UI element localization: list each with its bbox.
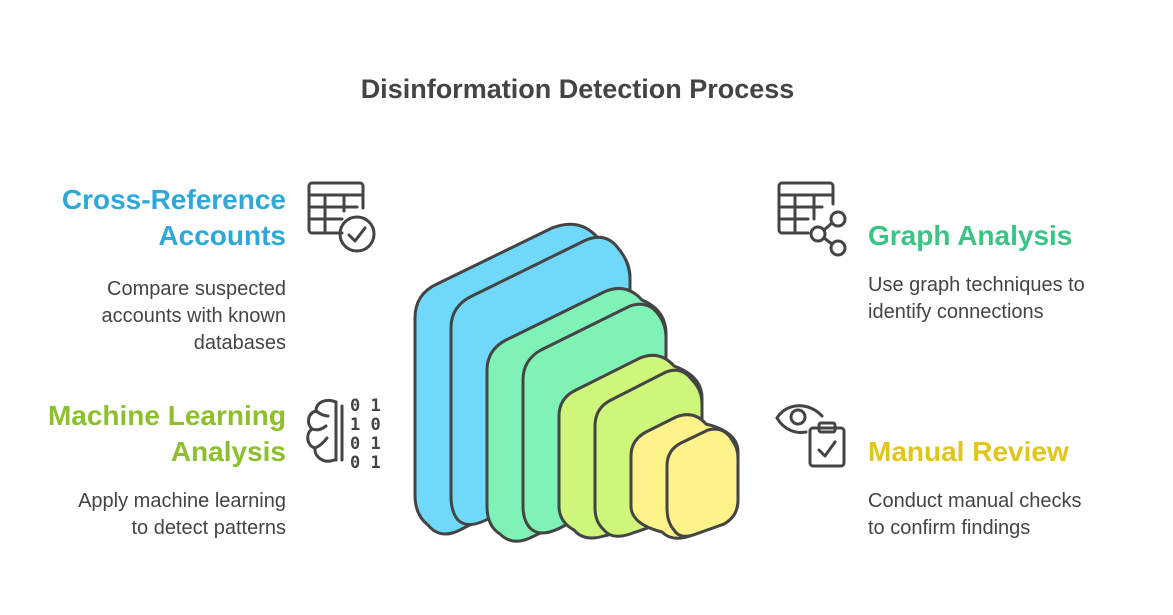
graph-analysis-desc-line-2: identify connections <box>868 301 1044 323</box>
yellow-cube-front <box>665 427 740 538</box>
nested-cubes-graphic <box>413 222 740 543</box>
binary-line-3: 0 1 <box>350 434 381 454</box>
table-share-icon <box>777 181 847 257</box>
graph-analysis-desc-line-1: Use graph techniques to <box>868 274 1085 296</box>
graph-analysis-description: Use graph techniques to identify connect… <box>868 272 1158 326</box>
manual-review-description: Conduct manual checks to confirm finding… <box>868 488 1158 542</box>
cross-reference-desc-line-3: databases <box>193 332 286 354</box>
eye-clipboard-icon <box>775 404 846 468</box>
machine-learning-heading: Machine Learning Analysis <box>30 398 286 470</box>
machine-learning-desc-line-1: Apply machine learning <box>78 490 286 512</box>
binary-line-1: 0 1 <box>350 396 381 416</box>
manual-review-heading: Manual Review <box>868 434 1158 470</box>
binary-line-2: 1 0 <box>350 415 381 435</box>
cross-reference-desc-line-2: accounts with known <box>101 305 286 327</box>
cross-reference-heading-line-2: Accounts <box>158 220 286 251</box>
graph-analysis-heading-line-1: Graph Analysis <box>868 220 1073 251</box>
manual-review-desc-line-1: Conduct manual checks <box>868 490 1082 512</box>
graph-analysis-heading: Graph Analysis <box>868 218 1158 254</box>
machine-learning-heading-line-2: Analysis <box>170 436 286 467</box>
machine-learning-heading-line-1: Machine Learning <box>47 400 286 431</box>
manual-review-heading-line-1: Manual Review <box>868 436 1069 467</box>
table-check-icon <box>307 181 376 253</box>
diagram-title: Disinformation Detection Process <box>360 74 795 104</box>
machine-learning-description: Apply machine learning to detect pattern… <box>30 488 286 542</box>
brain-binary-icon: 0 1 1 0 0 1 0 1 <box>306 396 381 473</box>
cross-reference-heading-line-1: Cross-Reference <box>61 184 286 215</box>
machine-learning-desc-line-2: to detect patterns <box>131 517 286 539</box>
binary-line-4: 0 1 <box>350 453 381 473</box>
cross-reference-heading: Cross-Reference Accounts <box>40 182 286 254</box>
manual-review-desc-line-2: to confirm findings <box>868 517 1031 539</box>
cross-reference-desc-line-1: Compare suspected <box>107 278 286 300</box>
cross-reference-description: Compare suspected accounts with known da… <box>40 276 286 357</box>
